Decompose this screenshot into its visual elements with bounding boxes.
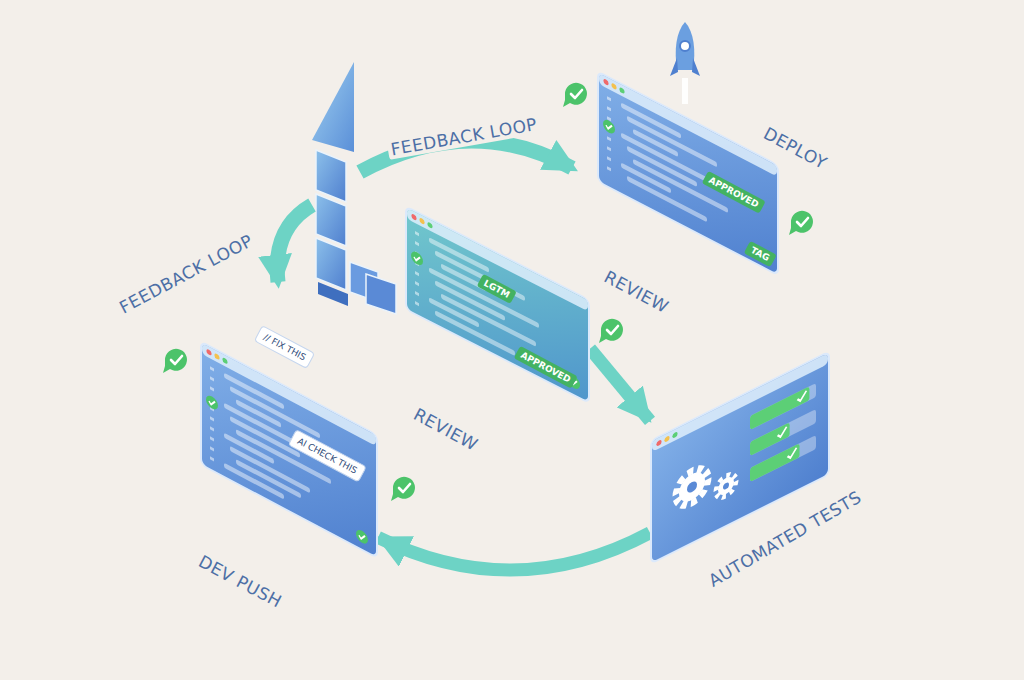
check-bubble	[563, 83, 587, 107]
loop-label: FEEDBACK LOOP	[113, 229, 259, 319]
check-bubble	[599, 319, 623, 343]
check-bubble	[391, 477, 415, 501]
feedback-arrow	[277, 205, 312, 282]
flow-arrow	[378, 533, 650, 570]
stage-label: REVIEW	[598, 265, 674, 318]
check-bubble	[789, 211, 813, 235]
comment-bubble: // FIX THIS	[254, 325, 316, 369]
stage-heading: DEV PUSH	[195, 551, 285, 611]
flow-arrow	[590, 349, 650, 421]
stage-heading: REVIEW	[410, 404, 481, 454]
rocket-icon	[670, 22, 700, 104]
screen-node: REVIEWLGTMAPPROVED	[405, 205, 590, 404]
check-bubble	[163, 349, 187, 373]
screen-node: DEPLOYAPPROVEDTAG	[597, 70, 779, 277]
rising-blocks	[312, 62, 396, 314]
screen-panel	[200, 340, 378, 559]
screen-node: DEV PUSHAI CHECK THIS	[200, 340, 378, 559]
screen-node: AUTOMATED TESTS	[650, 350, 830, 565]
